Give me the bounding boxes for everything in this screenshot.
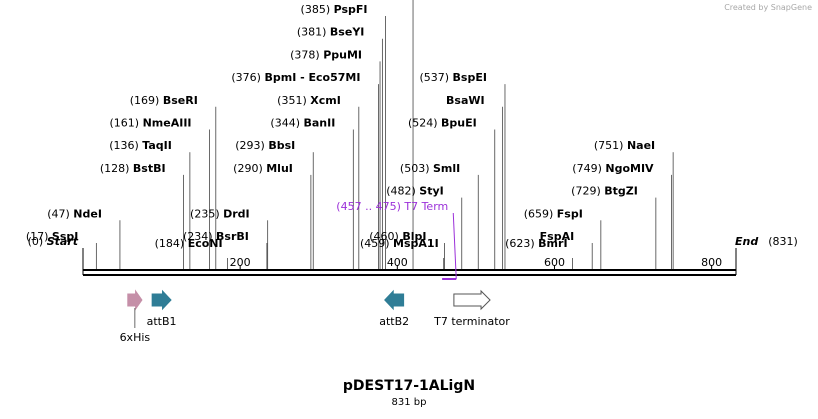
site-label-smli: (503) SmlI — [400, 162, 460, 175]
map-title: pDEST17-1ALigN — [342, 378, 476, 394]
site-label-fspai: FspAI — [540, 230, 575, 243]
feature-label-6xhis: 6xHis — [120, 331, 151, 344]
site-label-xcmi: (351) XcmI — [277, 94, 341, 107]
site-label-fspi: (659) FspI — [524, 207, 583, 220]
site-label-bsawi: BsaWI — [446, 94, 485, 107]
site-label-pspfi: (385) PspFI — [301, 3, 368, 16]
site-label-bbsi: (293) BbsI — [235, 139, 295, 152]
feature-attb1 — [151, 289, 172, 311]
site-label-ppumi: (378) PpuMI — [290, 48, 362, 61]
tick-label-200: 200 — [230, 256, 251, 269]
site-label-banii: (344) BanII — [270, 117, 335, 130]
site-label-sspi: (17) SspI — [26, 230, 79, 243]
site-lines — [95, 0, 674, 270]
primer-leader — [452, 212, 457, 280]
site-label-bseyi: (381) BseYI — [297, 26, 365, 39]
site-label-bseri: (169) BseRI — [130, 94, 198, 107]
site-label-nmeaiii: (161) NmeAIII — [110, 117, 192, 130]
tick-label-600: 600 — [544, 256, 565, 269]
primer-t7-term: (457 .. 475) T7 Term — [336, 200, 457, 280]
site-label-bsrbi: (234) BsrBI — [183, 230, 249, 243]
site-label-blpi: (460) BlpI — [369, 230, 426, 243]
site-label-bpuei: (524) BpuEI — [408, 117, 477, 130]
feature-6xhis — [127, 289, 143, 311]
site-labels: (17) SspI (47) NdeI (128) BstBI (136) TaqII… — [26, 3, 655, 250]
site-label-mspa1i: (459) MspA1I — [360, 237, 439, 250]
site-label-ndei: (47) NdeI — [47, 207, 102, 220]
site-label-taqii: (136) TaqII — [109, 139, 172, 152]
sequence-backbone — [83, 269, 736, 276]
feature-label-attb2: attB2 — [379, 315, 409, 328]
site-label-btgzi: (729) BtgZI — [571, 185, 638, 198]
feature-attb2 — [384, 289, 405, 311]
end-label: End(831) — [735, 235, 798, 248]
primer-label: (457 .. 475) T7 Term — [336, 200, 448, 213]
feature-t7-terminator — [453, 289, 491, 311]
site-label-bmri: (623) BmrI — [505, 237, 567, 250]
site-label-bspei: (537) BspEI — [419, 71, 487, 84]
site-label-ngomiv: (749) NgoMIV — [572, 162, 654, 175]
map-size: 831 bp — [391, 397, 427, 408]
feature-label-t7-terminator: T7 terminator — [433, 315, 510, 328]
start-label: (0) Start — [28, 235, 79, 248]
site-label-bpmi-eco57mi: (376) BpmI - Eco57MI — [231, 71, 360, 84]
sequence-ends: (0) Start End(831) — [28, 235, 798, 275]
site-label-styi: (482) StyI — [386, 185, 444, 198]
snapgene-credit: Created by SnapGene — [724, 3, 812, 12]
tick-label-400: 400 — [387, 256, 408, 269]
axis-ticks: 200 400 600 800 — [230, 256, 722, 271]
site-label-mlui: (290) MluI — [233, 162, 293, 175]
site-label-econi: (184) EcoNI — [155, 237, 223, 250]
credit-text: Created by SnapGene — [724, 3, 812, 12]
site-label-naei: (751) NaeI — [594, 139, 655, 152]
feature-track: 6xHis attB1 attB2 T7 terminator — [120, 289, 510, 344]
site-label-drdi: (235) DrdI — [190, 207, 250, 220]
feature-label-attb1: attB1 — [147, 315, 177, 328]
tick-label-800: 800 — [701, 256, 722, 269]
site-label-bstbi: (128) BstBI — [100, 162, 166, 175]
